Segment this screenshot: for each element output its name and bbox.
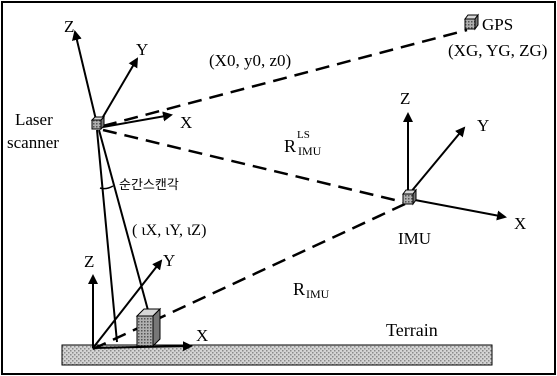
ground-x-label: X	[196, 326, 208, 345]
ground-y-axis	[92, 259, 163, 349]
imu-x-label: X	[514, 214, 526, 233]
rotation-imu-sub: IMU	[306, 287, 330, 301]
scanner-to-imu-line	[102, 128, 404, 204]
imu-y-axis	[409, 126, 466, 194]
imu-z-label: Z	[400, 89, 410, 108]
laser-label-line2: scanner	[7, 133, 59, 152]
imu-x-axis	[414, 199, 507, 221]
ground-x-axis	[92, 341, 193, 352]
rotation-ls-imu: R	[284, 136, 296, 156]
rotation-imu: R	[293, 279, 305, 299]
imu-label: IMU	[398, 229, 431, 248]
imu-device	[402, 188, 417, 206]
terrain-label: Terrain	[386, 320, 438, 340]
gps-device	[464, 13, 479, 31]
instant-scan-angle-label: 순간스캔각	[119, 178, 179, 193]
ground-target-block	[135, 307, 162, 348]
laser-beam-right	[98, 129, 156, 337]
laser-beam-left	[96, 129, 118, 343]
ground-z-label: Z	[84, 252, 94, 271]
scan-angle-arc	[99, 185, 114, 190]
scanner-coordinates: (X0, y0, z0)	[209, 51, 291, 70]
scanner-z-label: Z	[64, 17, 74, 36]
imu-y-label: Y	[477, 116, 489, 135]
laser-scanner-device	[90, 115, 106, 131]
gps-coordinates: (XG, YG, ZG)	[448, 41, 547, 60]
terrain-bar	[61, 344, 493, 366]
scanner-x-axis	[102, 111, 173, 128]
scanner-z-axis	[71, 30, 98, 125]
lever-arm-offsets: ( ιX, ιY, ιZ)	[132, 222, 206, 239]
scanner-y-axis	[99, 57, 139, 123]
gps-label: GPS	[482, 15, 513, 34]
rotation-ls-sub: IMU	[298, 144, 322, 158]
laser-label-line1: Laser	[15, 110, 53, 129]
rotation-ls-sup: LS	[297, 129, 310, 141]
scanner-x-label: X	[180, 113, 192, 132]
ground-y-label: Y	[163, 251, 175, 270]
scanner-y-label: Y	[136, 40, 148, 59]
scanner-to-gps-line	[102, 28, 468, 128]
